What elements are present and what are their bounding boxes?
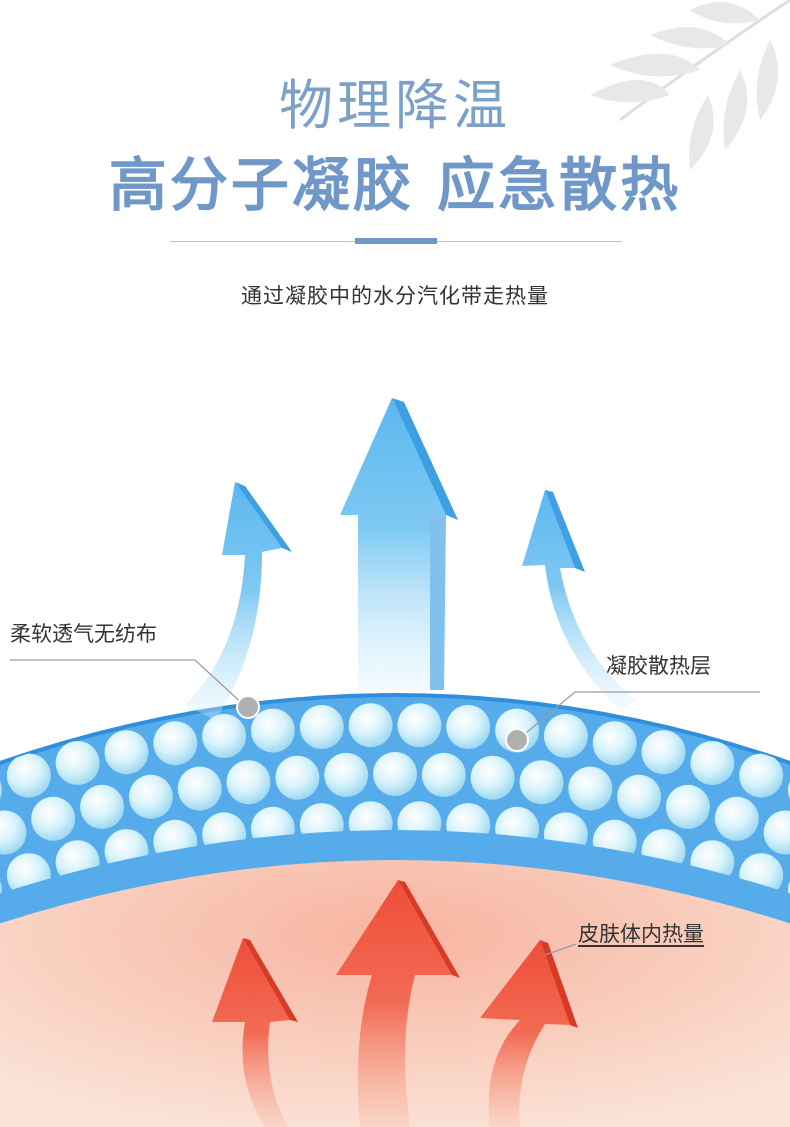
gel-bead: [641, 730, 686, 775]
gel-bead: [250, 708, 295, 753]
cool-arrow-center-icon: [340, 398, 458, 690]
gel-bead: [373, 752, 417, 796]
gel-bead: [763, 810, 790, 855]
heading-line-1: 物理降温: [279, 74, 511, 137]
gel-bead: [275, 755, 320, 800]
callout-heat: [544, 943, 577, 956]
gel-bead: [397, 703, 442, 748]
gel-bead: [739, 753, 784, 798]
gel-bead: [0, 810, 27, 855]
gel-bead: [592, 721, 637, 766]
cool-arrow-right-icon: [522, 490, 635, 710]
gel-bead: [299, 705, 344, 749]
label-gel-layer: 凝胶散热层: [606, 654, 711, 678]
gel-bead: [446, 705, 491, 749]
gel-bead: [6, 753, 51, 798]
cool-arrow-left-icon: [185, 482, 292, 720]
gel-bead: [153, 721, 198, 766]
leaf-shadow-icon: [590, 0, 790, 170]
callout-gel: [505, 691, 760, 752]
gel-bead: [470, 755, 515, 800]
gel-bead: [55, 741, 100, 785]
gel-bead: [177, 766, 222, 811]
gel-bead: [128, 774, 173, 819]
heading-line-2: 高分子凝胶 应急散热: [108, 151, 682, 219]
label-fabric: 柔软透气无纺布: [10, 622, 157, 646]
divider-accent: [355, 238, 437, 244]
label-skin-heat: 皮肤体内热量: [578, 922, 704, 946]
heat-arrow-center-icon: [336, 880, 460, 1127]
gel-bead: [714, 796, 759, 841]
gel-bead: [665, 784, 710, 829]
gel-bead: [80, 784, 125, 829]
gel-bead: [519, 760, 564, 805]
gel-bead: [543, 714, 588, 758]
gel-bead: [104, 730, 149, 775]
gel-bead: [690, 741, 735, 785]
gel-band: [0, 695, 790, 924]
heat-arrow-right-icon: [480, 940, 578, 1127]
gel-bead: [226, 760, 271, 805]
gel-bead: [31, 796, 76, 841]
gel-bead: [568, 766, 613, 811]
gel-bead: [421, 752, 466, 797]
heat-arrow-left-icon: [212, 938, 298, 1127]
gel-bead: [202, 714, 247, 758]
gel-bead: [348, 703, 393, 748]
callout-fabric: [10, 659, 260, 719]
subtitle: 通过凝胶中的水分汽化带走热量: [241, 284, 549, 308]
gel-bead: [617, 774, 662, 819]
gel-bead: [324, 752, 369, 797]
